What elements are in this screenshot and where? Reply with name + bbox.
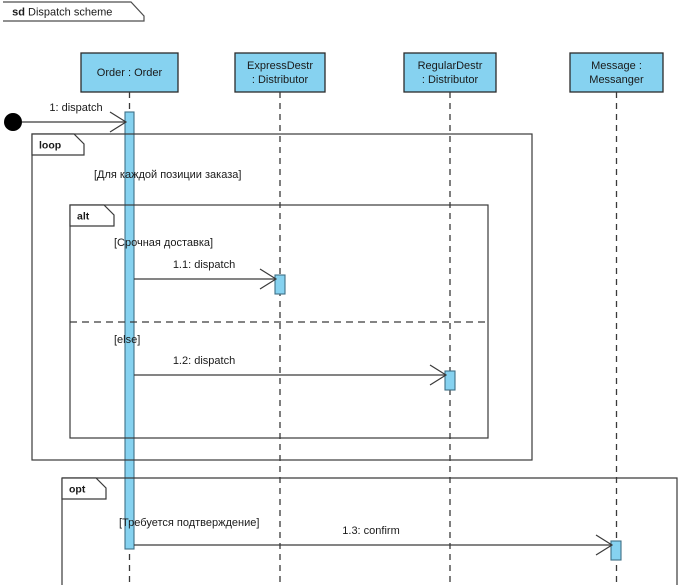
lifeline-label-messenger-line2: Messanger	[589, 74, 644, 86]
fragment-opt[interactable]: opt [Требуется подтверждение]	[61, 477, 678, 585]
message-13-label: 1.3: confirm	[342, 525, 399, 537]
message-12-label: 1.2: dispatch	[173, 355, 235, 367]
lifeline-label-regular-line1: RegularDestr	[418, 60, 483, 72]
lifeline-head-order[interactable]	[80, 52, 179, 93]
message-12-dispatch[interactable]: 1.2: dispatch	[134, 355, 448, 386]
fragment-operator-alt: alt	[77, 210, 90, 222]
lifeline-label-messenger-line1: Message :	[591, 60, 642, 72]
message-1-label: 1: dispatch	[49, 102, 102, 114]
activation-bar-order[interactable]	[124, 111, 135, 550]
activation-bar-messenger[interactable]	[610, 540, 622, 561]
frame-stereotype-label: sd	[12, 6, 25, 18]
fragment-guard-alt: [Срочная доставка]	[114, 237, 213, 249]
diagram-frame-header: sd Dispatch scheme	[3, 1, 145, 22]
lifeline-express-destr[interactable]: ExpressDestr : Distributor	[234, 52, 326, 585]
message-1-arrowhead	[109, 111, 128, 133]
fragment-guard-loop: [Для каждой позиции заказа]	[94, 169, 241, 181]
fragment-alt[interactable]: alt [Срочная доставка] [else]	[69, 204, 489, 439]
activation-bar-express-destr[interactable]	[274, 274, 286, 295]
lifeline-label-order-line1: Order : Order	[97, 67, 163, 79]
lifeline-regular-destr[interactable]: RegularDestr : Distributor	[403, 52, 497, 585]
message-11-arrowhead	[259, 268, 278, 290]
lifeline-messenger[interactable]: Message : Messanger	[569, 52, 664, 585]
message-11-dispatch[interactable]: 1.1: dispatch	[134, 259, 278, 290]
lifeline-head-express-destr[interactable]	[234, 52, 326, 93]
lifeline-label-regular-line2: : Distributor	[422, 74, 479, 86]
lifeline-label-express-line1: ExpressDestr	[247, 60, 313, 72]
fragment-operator-opt: opt	[69, 483, 86, 495]
found-message-start-dot	[4, 113, 22, 131]
lifeline-label-express-line2: : Distributor	[252, 74, 309, 86]
fragment-guard-opt: [Требуется подтверждение]	[119, 517, 259, 529]
message-12-arrowhead	[429, 364, 448, 386]
message-11-label: 1.1: dispatch	[173, 259, 235, 271]
message-13-arrowhead	[595, 534, 614, 556]
lifeline-head-messenger[interactable]	[569, 52, 664, 93]
fragment-guard-alt-else: [else]	[114, 334, 140, 346]
lifeline-head-regular-destr[interactable]	[403, 52, 497, 93]
fragment-operator-loop: loop	[39, 139, 61, 151]
lifeline-order[interactable]: Order : Order	[80, 52, 179, 585]
message-13-confirm[interactable]: 1.3: confirm	[134, 525, 614, 556]
activation-bar-regular-destr[interactable]	[444, 370, 456, 391]
fragment-loop[interactable]: loop [Для каждой позиции заказа]	[31, 133, 533, 461]
message-1-dispatch[interactable]: 1: dispatch	[4, 102, 128, 133]
frame-name-label: Dispatch scheme	[28, 6, 112, 18]
